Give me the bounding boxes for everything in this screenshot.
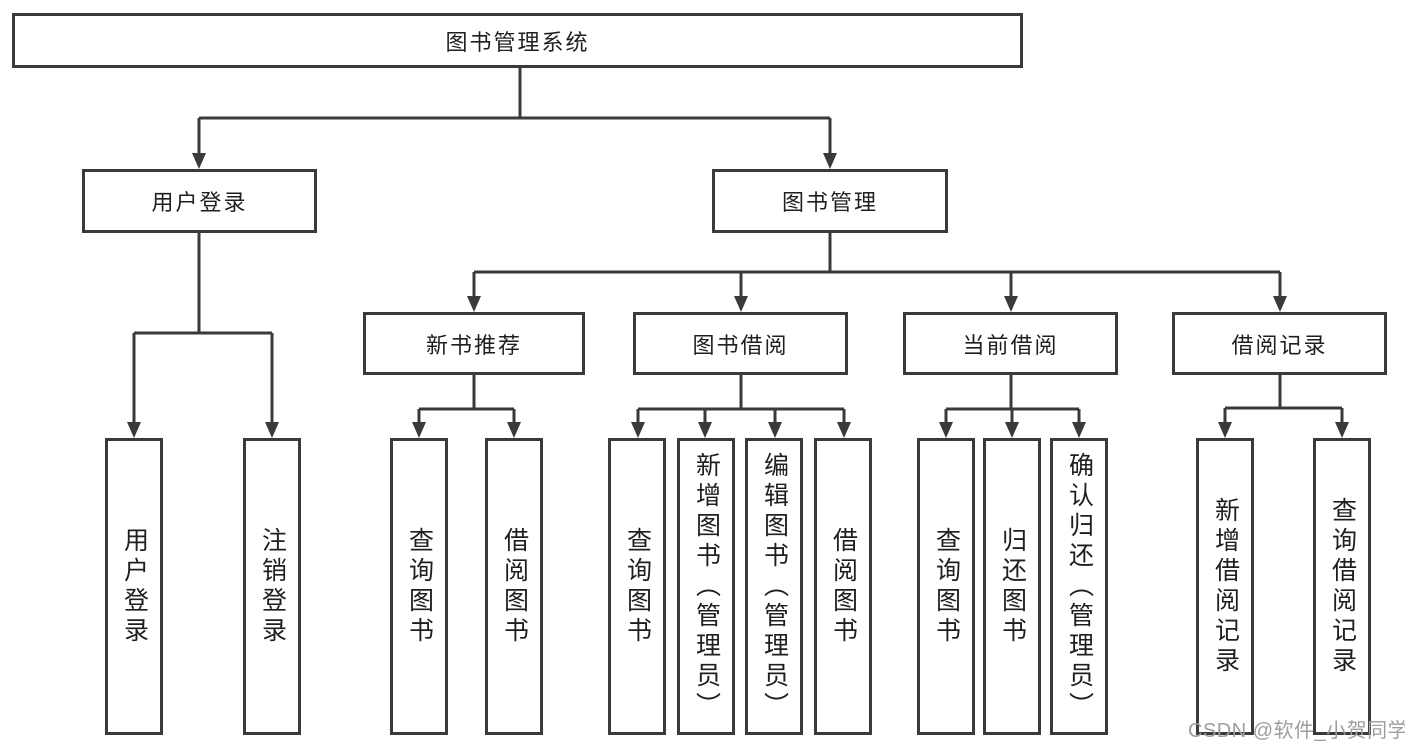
leaf-cb-return-books: 归还图书 [983, 438, 1041, 735]
arrowhead [768, 422, 782, 438]
arrowhead [265, 422, 279, 438]
node-book-borrow: 图书借阅 [633, 312, 848, 375]
node-root: 图书管理系统 [12, 13, 1023, 68]
arrowhead [1005, 422, 1019, 438]
connector-root-to-level2 [197, 68, 832, 158]
leaf-br-query-borrow-record: 查询借阅记录 [1313, 438, 1371, 735]
arrowhead [631, 422, 645, 438]
arrowhead [1072, 422, 1086, 438]
arrowhead [1335, 422, 1349, 438]
node-current-borrow: 当前借阅 [903, 312, 1118, 375]
connector-book-management-to-level3 [472, 233, 1282, 302]
leaf-user-login: 用户登录 [105, 438, 163, 735]
arrowhead [412, 422, 426, 438]
connector-current-borrow-to-leaves [944, 375, 1081, 428]
leaf-bb-borrow-books: 借阅图书 [814, 438, 872, 735]
csdn-watermark: CSDN @软件_小贺同学 [1188, 720, 1405, 742]
leaf-nbr-query-books: 查询图书 [390, 438, 448, 735]
connector-book-borrow-to-leaves [636, 375, 846, 428]
arrowhead [939, 422, 953, 438]
arrowhead [698, 422, 712, 438]
node-user-login: 用户登录 [82, 169, 317, 233]
leaf-bb-edit-books-admin: 编辑图书（管理员） [745, 438, 803, 735]
arrowhead [192, 153, 206, 169]
arrowhead [837, 422, 851, 438]
leaf-cb-query-books: 查询图书 [917, 438, 975, 735]
arrowhead [1004, 296, 1018, 312]
arrowhead [127, 422, 141, 438]
connector-borrow-records-to-leaves [1223, 375, 1344, 428]
leaf-logout: 注销登录 [243, 438, 301, 735]
arrowhead [823, 153, 837, 169]
node-borrow-records: 借阅记录 [1172, 312, 1387, 375]
leaf-nbr-borrow-books: 借阅图书 [485, 438, 543, 735]
arrowhead [507, 422, 521, 438]
leaf-bb-query-books: 查询图书 [608, 438, 666, 735]
arrowhead [1218, 422, 1232, 438]
connector-user-login-to-leaves [132, 233, 274, 428]
arrowhead [1273, 296, 1287, 312]
arrowhead [467, 296, 481, 312]
node-book-management: 图书管理 [712, 169, 948, 233]
leaf-br-add-borrow-record: 新增借阅记录 [1196, 438, 1254, 735]
leaf-cb-confirm-return-admin: 确认归还（管理员） [1050, 438, 1108, 735]
node-new-book-recommend: 新书推荐 [363, 312, 585, 375]
arrowhead [734, 296, 748, 312]
leaf-bb-add-books-admin: 新增图书（管理员） [677, 438, 735, 735]
connector-new-book-recommend-to-leaves [417, 375, 516, 428]
